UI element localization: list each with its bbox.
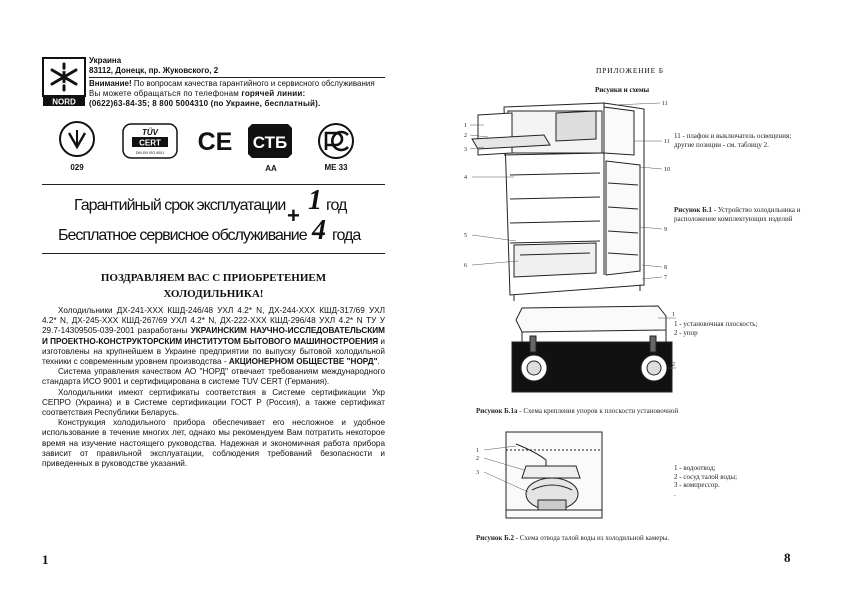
- certification-marks: 029 TÜV CERT DIN EN ISO 9001 CE СТБ AA М…: [50, 118, 380, 178]
- page-number-left: 1: [42, 552, 49, 567]
- para1-company: АКЦИОНЕРНОМ ОБЩЕСТВЕ "НОРД": [228, 357, 378, 367]
- fridge-callout-11-top: 11: [662, 101, 668, 107]
- para1-institute: УКРАИНСКИМ НАУЧНО-ИССЛЕДОВАТЕЛЬСКИМ И ПР…: [42, 326, 385, 346]
- fridge-callout-10: 10: [664, 167, 670, 173]
- para1-text-c: и изготовлены на крупнейшем в Украине пр…: [42, 336, 386, 367]
- warranty-years: 1: [308, 185, 322, 216]
- figures-title: Рисунки и схемы: [595, 86, 650, 94]
- fig-b1a-label: Рисунок Б.1а: [476, 407, 518, 415]
- stand-callout-1: 1: [672, 312, 675, 318]
- fig-b1-text: - Устройство холодильника и расположение…: [674, 206, 801, 223]
- appendix-title: ПРИЛОЖЕНИЕ Б: [596, 66, 664, 75]
- warranty-bottom-rule: [42, 253, 385, 254]
- ukrsepro-mark-icon: [59, 121, 95, 157]
- fridge-callout-11: 11: [664, 139, 670, 145]
- drain-diagram: 1 2 3: [476, 431, 603, 519]
- warranty-block: Гарантийный срок эксплуатации 1 год + Бе…: [58, 185, 388, 251]
- fig-b1-note: 11 - плафон и выключатель освещения; дру…: [674, 132, 814, 149]
- note-plafond: 11 - плафон и выключатель освещения;: [674, 132, 792, 140]
- ce-text: CE: [198, 128, 233, 154]
- fig-b1a-legend: 1 - установочная плоскость; 2 - упор: [674, 320, 814, 337]
- address-divider: [89, 77, 385, 78]
- legend-b1a-1: 1 - установочная плоскость;: [674, 320, 758, 328]
- right-page: ПРИЛОЖЕНИЕ Б Рисунки и схемы: [420, 0, 841, 595]
- fig-b1-label: Рисунок Б.1: [674, 206, 713, 214]
- ce-mark-icon: CE: [198, 128, 233, 154]
- tuv-mid-text: CERT: [139, 139, 161, 148]
- fig-b2-caption: Рисунок Б.2 - Схема отвода талой воды из…: [476, 534, 669, 542]
- fig-b2-legend: 1 - водоотвод; 2 - сосуд талой воды; 3 -…: [674, 464, 814, 498]
- stb-mark-icon: СТБ: [248, 124, 292, 158]
- stand-callout-2: 2: [672, 362, 675, 368]
- para1-text-a: Холодильники ДХ-241-ХХХ КШД-246/48 УХЛ 4…: [42, 306, 385, 336]
- warranty-years-unit: год: [326, 197, 347, 214]
- hotline-intro: Вы можете обращаться по телефонам: [89, 89, 242, 98]
- fridge-callout-8: 8: [664, 265, 667, 271]
- stb-text: СТБ: [253, 133, 287, 152]
- warranty-top-rule: [42, 184, 385, 185]
- gost-r-mark-icon: [318, 123, 354, 159]
- para1-text-e: .: [377, 357, 380, 367]
- drain-callout-3: 3: [476, 470, 479, 476]
- gost-r-caption: МЕ 33: [324, 163, 348, 172]
- congrats-line-2: ХОЛОДИЛЬНИКА!: [163, 288, 264, 300]
- fig-b1a-caption: Рисунок Б.1а - Схема крепления упоров к …: [476, 407, 678, 415]
- fridge-callout-1: 1: [464, 123, 467, 129]
- intro-paragraph-4: Конструкция холодильного прибора обеспеч…: [42, 418, 385, 469]
- fridge-callout-5: 5: [464, 233, 467, 239]
- service-years: 4: [312, 215, 326, 246]
- intro-paragraph-3: Холодильники имеют сертификаты соответст…: [42, 387, 385, 418]
- fridge-callout-9: 9: [664, 227, 667, 233]
- intro-body: Холодильники ДХ-241-ХХХ КШД-246/48 УХЛ 4…: [42, 306, 385, 469]
- stops-diagram: 1 2: [511, 305, 676, 393]
- address-block: Украина 83112, Донецк, пр. Жуковского, 2…: [89, 56, 385, 109]
- drain-callout-1: 1: [476, 448, 479, 454]
- legend-b2-2: 2 - сосуд талой воды;: [674, 472, 738, 481]
- tuv-bottom-text: DIN EN ISO 9001: [136, 151, 164, 155]
- intro-paragraph-1: Холодильники ДХ-241-ХХХ КШД-246/48 УХЛ 4…: [42, 306, 385, 367]
- legend-b1a-2: 2 - упор: [674, 328, 698, 337]
- service-years-unit: года: [332, 227, 361, 244]
- fig-b2-label: Рисунок Б.2: [476, 534, 515, 542]
- tuv-top-text: TÜV: [142, 128, 159, 137]
- fridge-callout-2: 2: [464, 133, 467, 139]
- fridge-callout-7: 7: [664, 275, 667, 281]
- fig-b2-text: - Схема отвода талой воды из холодильной…: [514, 534, 670, 542]
- congratulations-heading: ПОЗДРАВЛЯЕМ ВАС С ПРИОБРЕТЕНИЕМ ХОЛОДИЛЬ…: [42, 270, 385, 302]
- warranty-plus: +: [287, 203, 300, 228]
- page-number-right: 8: [784, 550, 791, 565]
- fridge-callout-3: 3: [464, 147, 467, 153]
- legend-b2-3: 3 - компрессор.: [674, 481, 720, 489]
- warranty-line-2: Бесплатное сервисное обслуживание: [58, 227, 308, 244]
- drain-callout-2: 2: [476, 456, 479, 462]
- address-notice: Внимание! По вопросам качества гарантийн…: [89, 79, 385, 89]
- address-hotline-line: Вы можете обращаться по телефонам горяче…: [89, 89, 385, 99]
- fig-b1a-text: - Схема крепления упоров к плоскости уст…: [517, 407, 679, 415]
- fridge-diagram: 1 2 3 4 5 6 7 8 9 10 11 11: [464, 101, 670, 301]
- ukrsepro-number: 029: [70, 163, 84, 172]
- nord-logo-icon: NORD: [42, 57, 86, 107]
- nord-logo-text: NORD: [52, 98, 76, 107]
- intro-paragraph-2: Система управления качеством АО "НОРД" о…: [42, 367, 385, 387]
- fridge-callout-6: 6: [464, 263, 467, 269]
- note-other-positions: другие позиции - см. таблицу 2.: [674, 140, 769, 149]
- legend-b2-dot: .: [674, 489, 676, 498]
- legend-b2-1: 1 - водоотвод;: [674, 464, 716, 472]
- hotline-label: горячей линии:: [241, 89, 306, 98]
- fridge-callout-4: 4: [464, 175, 467, 181]
- notice-text: По вопросам качества гарантийного и серв…: [133, 79, 375, 88]
- left-page: NORD Украина 83112, Донецк, пр. Жуковско…: [0, 0, 420, 595]
- congrats-line-1: ПОЗДРАВЛЯЕМ ВАС С ПРИОБРЕТЕНИЕМ: [100, 272, 327, 284]
- tuv-cert-mark-icon: TÜV CERT DIN EN ISO 9001: [122, 123, 178, 159]
- warranty-line-1: Гарантийный срок эксплуатации: [74, 197, 286, 214]
- fig-b1-caption: Рисунок Б.1 - Устройство холодильника и …: [674, 206, 814, 223]
- stb-caption: AA: [265, 164, 277, 173]
- address-street: 83112, Донецк, пр. Жуковского, 2: [89, 66, 219, 75]
- address-country: Украина: [89, 56, 122, 65]
- notice-label: Внимание!: [89, 79, 132, 88]
- hotline-phones: (0622)63-84-35; 8 800 5004310 (по Украин…: [89, 99, 321, 108]
